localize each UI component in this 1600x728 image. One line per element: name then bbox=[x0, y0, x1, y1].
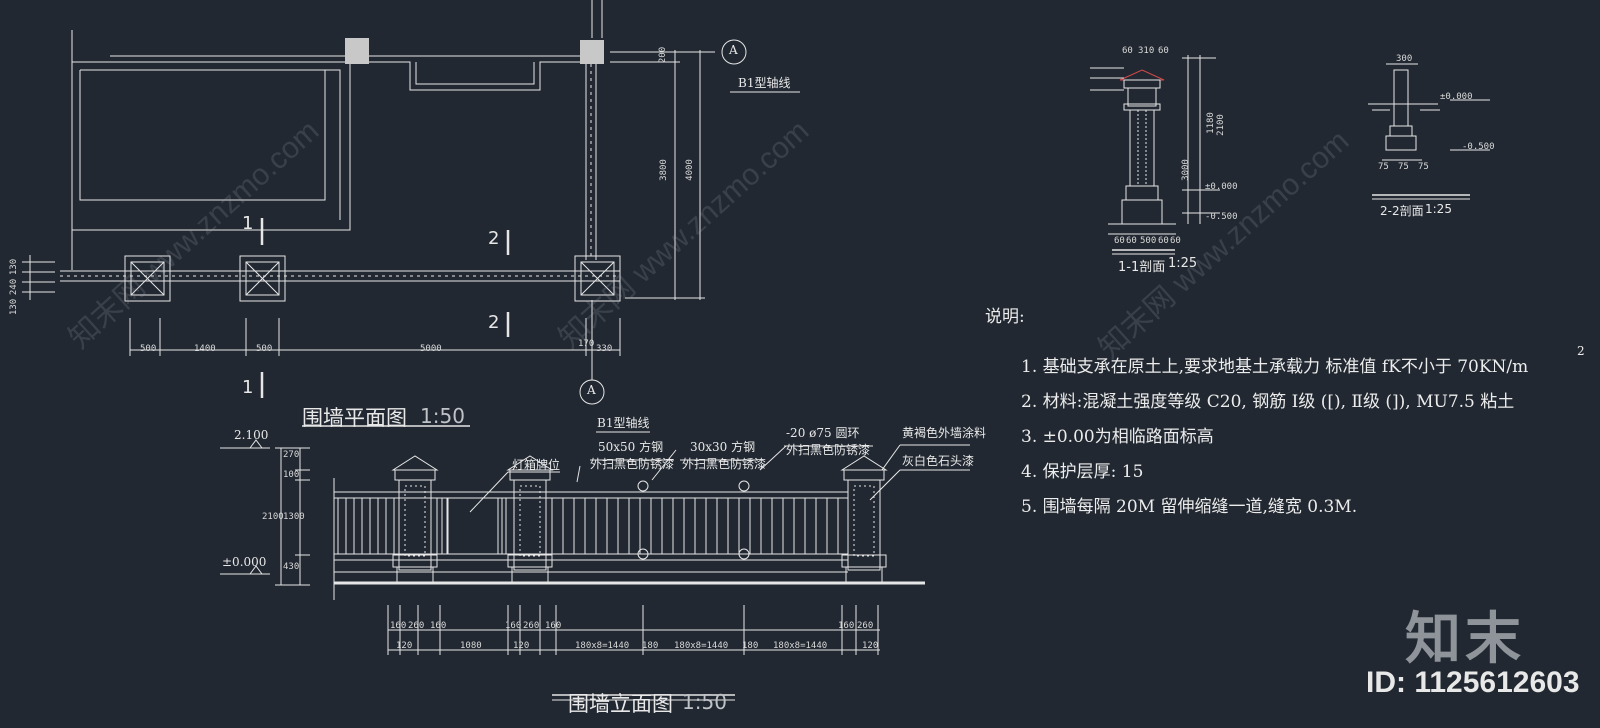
label-steel50: 50x50 方钢 bbox=[598, 440, 664, 454]
s11-dim: 60 bbox=[1158, 46, 1169, 56]
plan-dim: 500 bbox=[140, 344, 157, 354]
elev-dim-bottom: 160 bbox=[545, 621, 562, 631]
elev-dim-bottom2: 180x8=1440 bbox=[575, 641, 630, 651]
note-item: 1. 基础支承在原土上,要求地基土承载力 标准值 fK不小于 70KN/m bbox=[1021, 357, 1529, 377]
elev-dim-bottom2: 180x8=1440 bbox=[674, 641, 729, 651]
label-lamp: 灯箱牌位 bbox=[512, 458, 561, 472]
label-paint2: 外扫黑色防锈漆 bbox=[682, 457, 767, 471]
plan-dim: 5000 bbox=[420, 344, 442, 354]
elev-dim-left: 270 bbox=[283, 450, 300, 460]
label-steel30: 30x30 方钢 bbox=[690, 440, 756, 454]
watermark-id: ID: 1125612603 bbox=[1366, 666, 1580, 699]
s22-dim: 75 bbox=[1378, 162, 1389, 172]
s11-dim: 2100 bbox=[1215, 114, 1226, 136]
s11-dim: 60 bbox=[1114, 236, 1125, 246]
plan-dim: 200 bbox=[658, 46, 669, 64]
section22-title: 2-2剖面 bbox=[1380, 204, 1424, 218]
plan-dim-left: 130 bbox=[9, 258, 20, 276]
elev-dim-bottom: 260 bbox=[857, 621, 874, 631]
section-1-1 bbox=[1090, 55, 1220, 255]
label-ring: -20 ø75 圆环 bbox=[786, 426, 860, 440]
plan-title: 围墙平面图 bbox=[302, 406, 407, 430]
elevation-view bbox=[220, 439, 970, 701]
note-item: 3. ±0.00为相临路面标高 bbox=[1021, 427, 1214, 447]
level-top: 2.100 bbox=[234, 428, 269, 442]
elevation-title: 围墙立面图 bbox=[568, 692, 673, 716]
label-yellow: 黄褐色外墙涂料 bbox=[902, 426, 987, 440]
s22-dim: -0.500 bbox=[1462, 142, 1495, 152]
note-superscript: 2 bbox=[1577, 344, 1585, 358]
s11-dim: 60 bbox=[1126, 236, 1137, 246]
elev-dim-bottom: 260 bbox=[523, 621, 540, 631]
notes-heading: 说明: bbox=[985, 307, 1025, 327]
plan-dim-left: 240 bbox=[9, 278, 20, 296]
s11-dim: 500 bbox=[1140, 236, 1157, 246]
plan-dim: 330 bbox=[596, 344, 613, 354]
section11-scale: 1:25 bbox=[1168, 256, 1198, 271]
plan-dim: 1400 bbox=[194, 344, 216, 354]
elev-dim-bottom2: 120 bbox=[396, 641, 413, 651]
elev-dim-bottom: 160 bbox=[505, 621, 522, 631]
elev-dim-left: 1300 bbox=[283, 512, 305, 522]
elev-dim-bottom2: 180x8=1440 bbox=[773, 641, 828, 651]
elevation-scale: 1:50 bbox=[682, 690, 727, 714]
plan-dim: 170 bbox=[578, 339, 595, 349]
section-mark-2-bottom: 2 bbox=[488, 312, 500, 333]
plan-axis-label: B1型轴线 bbox=[738, 76, 791, 90]
watermark-logo: 知末 bbox=[1405, 607, 1525, 672]
plan-view bbox=[22, 0, 800, 433]
elev-dim-left: 430 bbox=[283, 562, 300, 572]
elev-dim-bottom2: 180 bbox=[742, 641, 759, 651]
elev-dim-bottom: 260 bbox=[408, 621, 425, 631]
elev-dim-left: 2100 bbox=[262, 512, 284, 522]
s11-dim: 310 bbox=[1138, 46, 1155, 56]
plan-dim: 500 bbox=[256, 344, 273, 354]
s11-dim: 60 bbox=[1170, 236, 1181, 246]
elev-axis-bubble: A bbox=[587, 383, 596, 397]
plan-scale: 1:50 bbox=[420, 404, 465, 428]
section-mark-1-bottom: 1 bbox=[242, 377, 254, 398]
elev-dim-bottom2: 120 bbox=[862, 641, 879, 651]
plan-axis-bubble: A bbox=[729, 43, 738, 57]
label-grey: 灰白色石头漆 bbox=[902, 454, 975, 468]
s11-dim: 60 bbox=[1122, 46, 1133, 56]
elev-dim-left: 100 bbox=[283, 470, 300, 480]
level-zero: ±0.000 bbox=[222, 555, 267, 569]
elev-dim-bottom2: 180 bbox=[642, 641, 659, 651]
section-2-2 bbox=[1368, 63, 1490, 200]
elev-dim-bottom: 160 bbox=[430, 621, 447, 631]
plan-dim: 3800 bbox=[658, 159, 669, 181]
note-item: 2. 材料:混凝土强度等级 C20, 钢筋 Ⅰ级 ([), Ⅱ级 (]), MU… bbox=[1021, 392, 1515, 412]
elev-dim-bottom2: 1080 bbox=[460, 641, 482, 651]
s22-dim: 75 bbox=[1398, 162, 1409, 172]
s11-dim: -0.500 bbox=[1205, 212, 1238, 222]
elev-dim-bottom: 160 bbox=[838, 621, 855, 631]
s11-dim: 60 bbox=[1158, 236, 1169, 246]
section-mark-1-top: 1 bbox=[242, 213, 254, 234]
s11-dim: 1180 bbox=[1205, 112, 1216, 134]
elev-dim-bottom2: 120 bbox=[513, 641, 530, 651]
s11-dim: ±0.000 bbox=[1205, 182, 1238, 192]
note-item: 5. 围墙每隔 20M 留伸缩缝一道,缝宽 0.3M. bbox=[1021, 497, 1358, 517]
note-item: 4. 保护层厚: 15 bbox=[1021, 462, 1144, 482]
elev-axis-label: B1型轴线 bbox=[597, 416, 650, 430]
s22-dim: 300 bbox=[1396, 54, 1413, 64]
s22-dim: ±0.000 bbox=[1440, 92, 1473, 102]
s22-dim: 75 bbox=[1418, 162, 1429, 172]
section-mark-2-top: 2 bbox=[488, 228, 500, 249]
section22-scale: 1:25 bbox=[1425, 202, 1452, 216]
plan-dim: 4000 bbox=[684, 159, 695, 181]
section11-title: 1-1剖面 bbox=[1118, 260, 1166, 275]
s11-dim: 3000 bbox=[1180, 159, 1191, 181]
label-paint1: 外扫黑色防锈漆 bbox=[590, 457, 675, 471]
label-paint3: 外扫黑色防锈漆 bbox=[786, 443, 871, 457]
elev-dim-bottom: 160 bbox=[390, 621, 407, 631]
plan-dim-left: 130 bbox=[9, 298, 20, 316]
